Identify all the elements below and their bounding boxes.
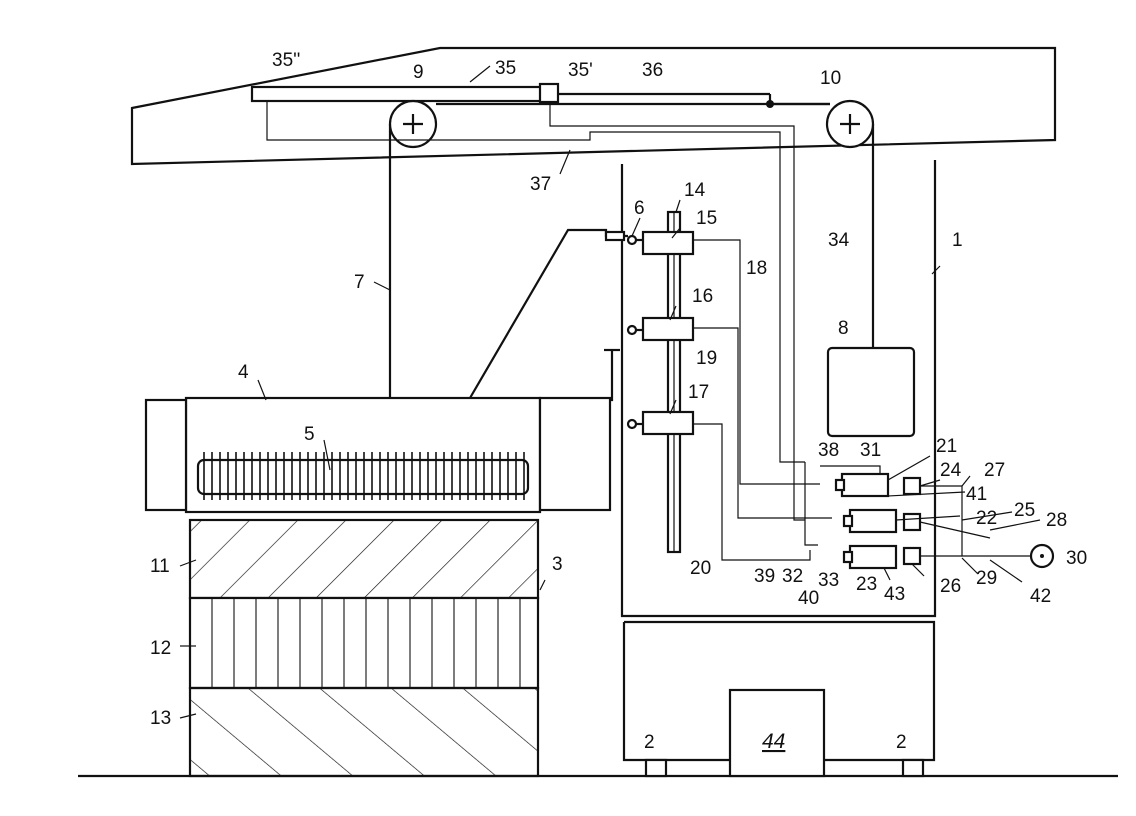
label-34: 34 <box>828 230 850 251</box>
label-22: 22 <box>976 508 997 529</box>
label-30: 30 <box>1066 548 1087 569</box>
label-43: 43 <box>884 584 905 605</box>
label-35pp: 35'' <box>272 50 300 71</box>
label-19: 19 <box>696 348 717 369</box>
arm-6 <box>470 230 628 398</box>
module-23 <box>850 546 896 568</box>
label-5: 5 <box>304 424 315 445</box>
label-44: 44 <box>762 730 785 753</box>
foot-2-left <box>646 760 666 776</box>
top-housing <box>132 48 1055 164</box>
label-35p: 35' <box>568 60 593 81</box>
label-27: 27 <box>984 460 1005 481</box>
label-8: 8 <box>838 318 849 339</box>
label-3: 3 <box>552 554 563 575</box>
label-14: 14 <box>684 180 706 201</box>
label-40: 40 <box>798 588 819 609</box>
label-18: 18 <box>746 258 767 279</box>
label-13: 13 <box>150 708 171 729</box>
label-15: 15 <box>696 208 717 229</box>
sensor-17 <box>643 412 693 434</box>
label-32: 32 <box>782 566 803 587</box>
label-11: 11 <box>150 556 170 577</box>
label-4: 4 <box>238 362 249 383</box>
label-31: 31 <box>860 440 881 461</box>
label-17: 17 <box>688 382 709 403</box>
foot-2-right <box>903 760 923 776</box>
carriage-35-prime <box>540 84 558 102</box>
label-6: 6 <box>634 198 645 219</box>
sensor-15 <box>643 232 693 254</box>
label-24: 24 <box>940 460 962 481</box>
label-25: 25 <box>1014 500 1035 521</box>
label-12: 12 <box>150 638 171 659</box>
label-33: 33 <box>818 570 839 591</box>
layer-12 <box>190 598 538 688</box>
label-1: 1 <box>952 230 963 251</box>
label-10: 10 <box>820 68 841 89</box>
label-37: 37 <box>530 174 551 195</box>
label-23: 23 <box>856 574 877 595</box>
wire-20 <box>693 424 810 560</box>
label-20: 20 <box>690 558 711 579</box>
conveyor-end-right <box>540 398 610 510</box>
label-26: 26 <box>940 576 961 597</box>
module-21 <box>842 474 888 496</box>
module-22 <box>850 510 896 532</box>
label-9: 9 <box>413 62 424 83</box>
guide-rail-35 <box>252 87 542 101</box>
relay-24 <box>904 478 920 494</box>
label-21: 21 <box>936 436 957 457</box>
label-36: 36 <box>642 60 663 81</box>
layer-11 <box>190 520 538 598</box>
label-39: 39 <box>754 566 775 587</box>
label-41: 41 <box>966 484 987 505</box>
label-7: 7 <box>354 272 365 293</box>
label-2-right: 2 <box>896 732 907 753</box>
comb-teeth <box>204 452 524 500</box>
relay-25 <box>904 514 920 530</box>
label-28: 28 <box>1046 510 1067 531</box>
layer-13 <box>190 688 538 776</box>
label-2-left: 2 <box>644 732 655 753</box>
motor-8 <box>828 348 914 436</box>
label-29: 29 <box>976 568 997 589</box>
label-35: 35 <box>495 58 516 79</box>
label-38: 38 <box>818 440 839 461</box>
sensor-16 <box>643 318 693 340</box>
relay-26 <box>904 548 920 564</box>
label-42: 42 <box>1030 586 1051 607</box>
label-16: 16 <box>692 286 713 307</box>
conveyor-end-left <box>146 400 186 510</box>
